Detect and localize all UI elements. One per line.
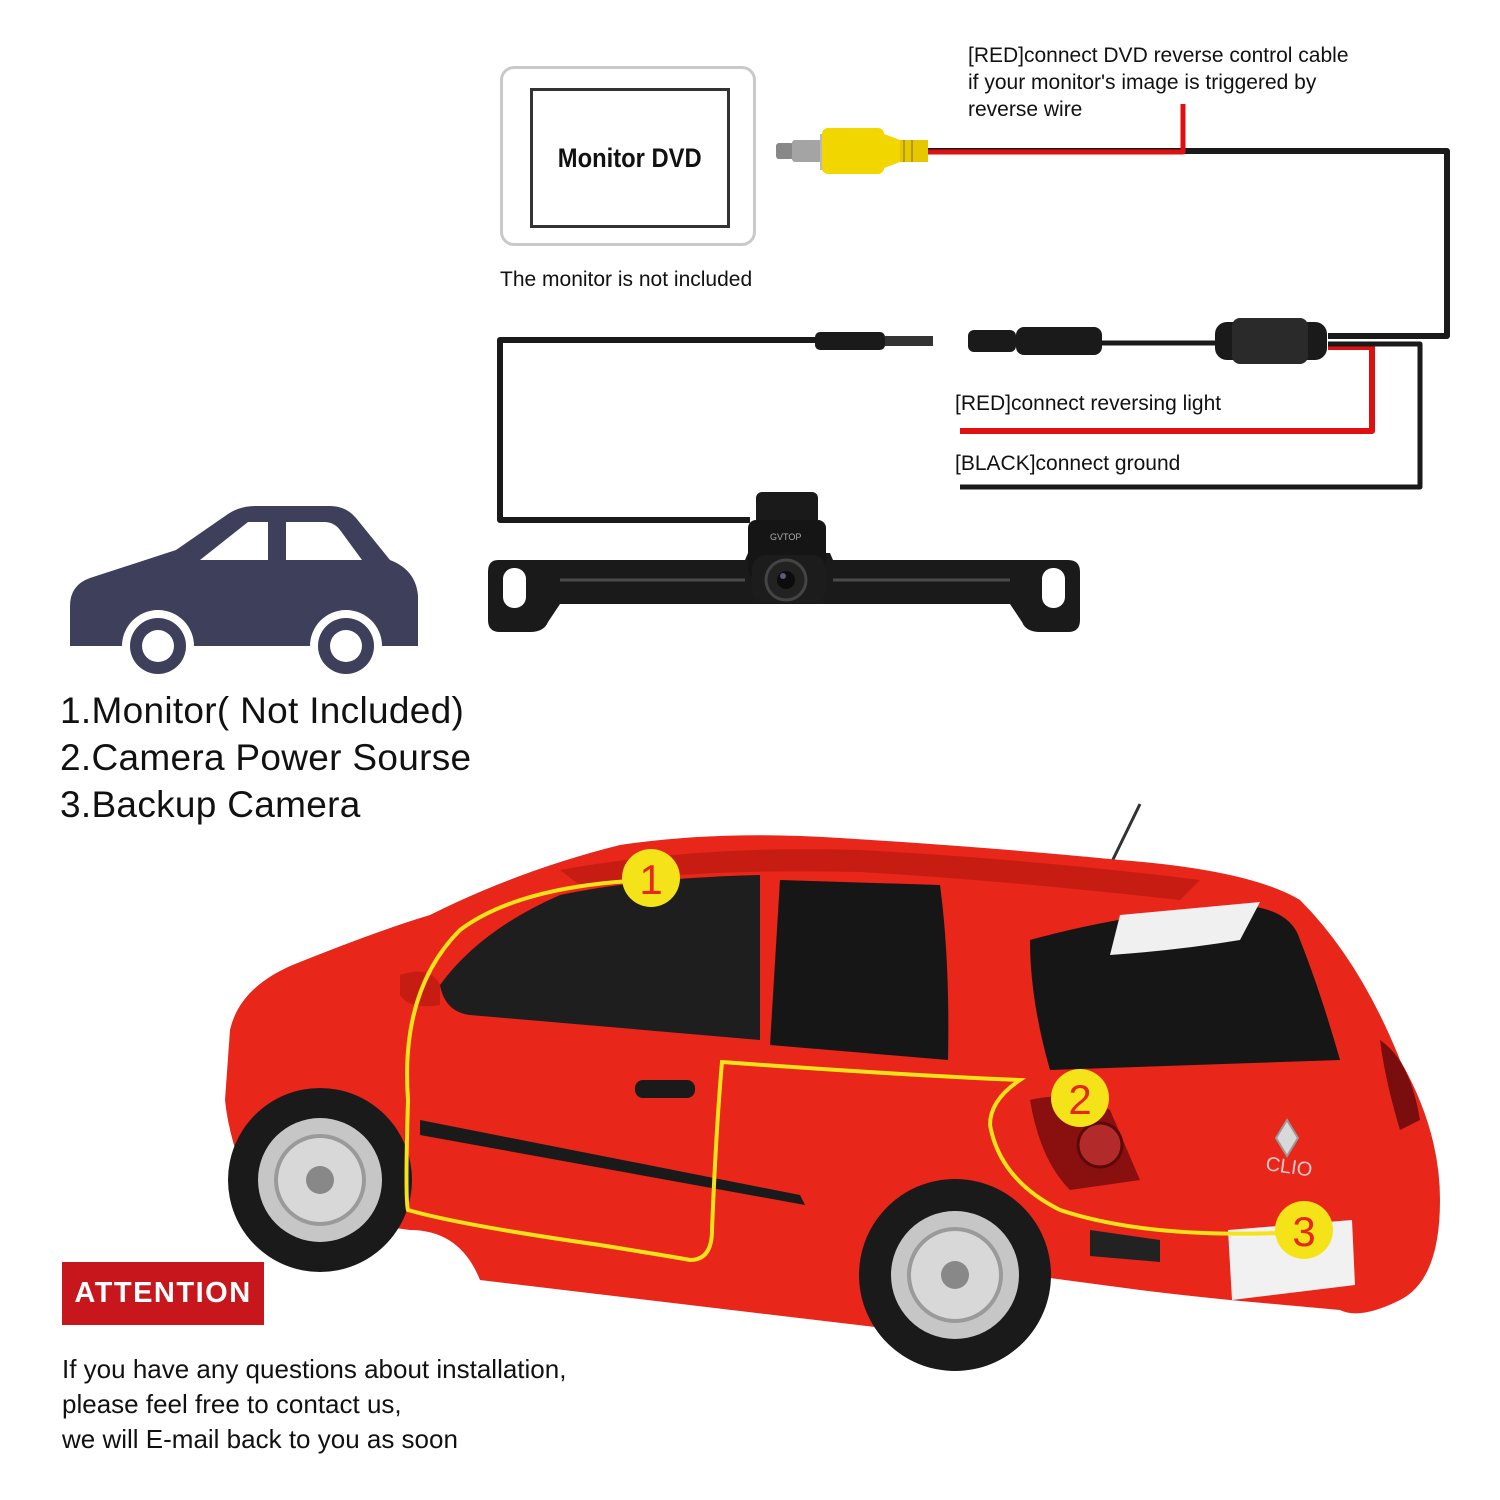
- contact-note-line-2: please feel free to contact us,: [62, 1389, 402, 1419]
- car-rear-window: [1030, 905, 1340, 1070]
- rear-wheel: [859, 1179, 1051, 1371]
- extension-socket: [968, 330, 1016, 352]
- rca-connector: [776, 128, 928, 174]
- cable-route: [404, 878, 1301, 1263]
- marker-3-label: 3: [1292, 1208, 1315, 1255]
- cable-connectors: [815, 318, 1327, 364]
- reversing-light-note: [RED]connect reversing light: [955, 392, 1222, 415]
- camera-brand-text: GVTOP: [770, 532, 801, 542]
- license-plate-camera: GVTOP: [488, 492, 1080, 632]
- dvd-trigger-note: [RED]connect DVD reverse control cable i…: [968, 42, 1349, 123]
- front-wheel: [228, 1088, 412, 1272]
- dvd-trigger-note-line-3: reverse wire: [968, 98, 1083, 121]
- ground-black-wire: [960, 341, 1423, 490]
- monitor-label: Monitor DVD: [558, 142, 702, 173]
- contact-note: If you have any questions about installa…: [62, 1352, 566, 1457]
- marker-1: 1: [622, 849, 680, 907]
- marker-1-label: 1: [639, 856, 662, 903]
- car-icon: [70, 506, 418, 682]
- legend-item-monitor: 1.Monitor( Not Included): [60, 690, 465, 731]
- dvd-trigger-note-line-2: if your monitor's image is triggered by: [968, 71, 1317, 94]
- contact-note-line-3: we will E-mail back to you as soon: [62, 1424, 458, 1454]
- ground-note: [BLACK]connect ground: [955, 452, 1181, 475]
- power-red-wire: [960, 344, 1375, 434]
- video-cable: [926, 148, 1450, 339]
- monitor-screen: Monitor DVD: [530, 88, 730, 228]
- marker-2-label: 2: [1068, 1076, 1091, 1123]
- car-side-windows: [440, 875, 760, 1040]
- monitor-note: The monitor is not included: [500, 268, 753, 291]
- legend-item-camera: 3.Backup Camera: [60, 784, 361, 825]
- contact-note-line-1: If you have any questions about installa…: [62, 1354, 567, 1384]
- camera-cable: [497, 337, 815, 523]
- cable-system: [497, 104, 1450, 523]
- dvd-trigger-wire: [926, 104, 1186, 155]
- legend-item-power: 2.Camera Power Sourse: [60, 737, 472, 778]
- marker-3: 3: [1275, 1201, 1333, 1259]
- camera-plug: [815, 332, 885, 350]
- dvd-trigger-note-line-1: [RED]connect DVD reverse control cable: [968, 44, 1349, 67]
- car-photo: CLIO: [225, 803, 1440, 1371]
- attention-badge: ATTENTION: [62, 1262, 264, 1325]
- marker-2: 2: [1051, 1069, 1109, 1127]
